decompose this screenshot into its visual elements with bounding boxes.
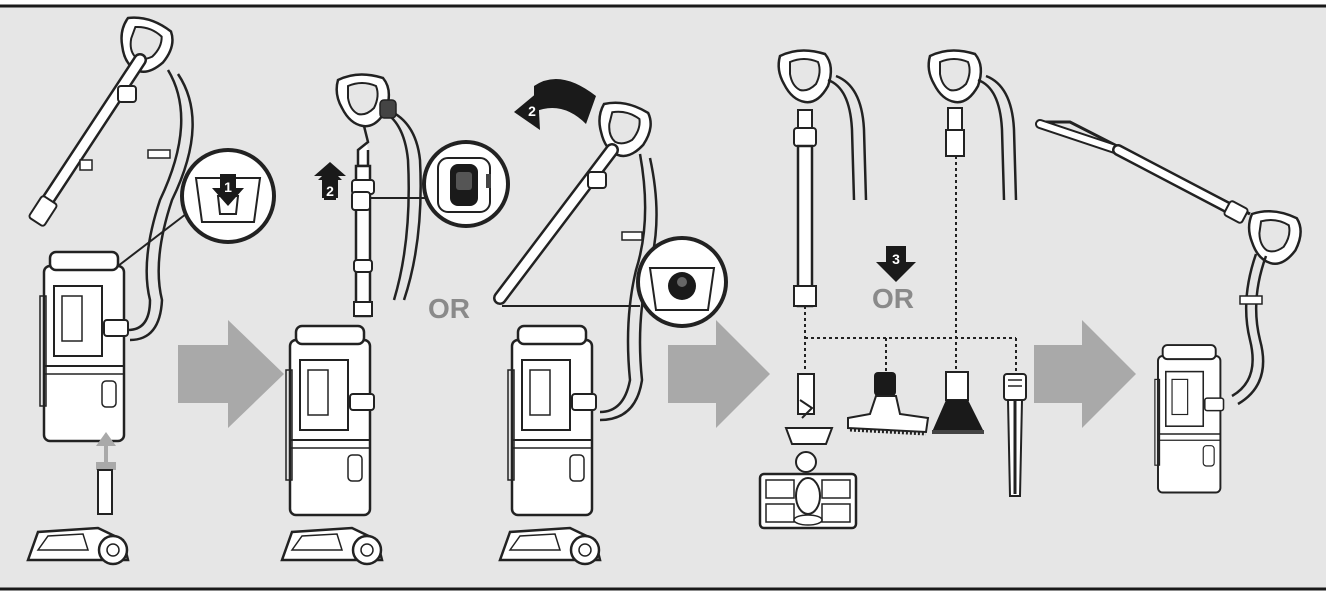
panel-1-release-handle: 1 xyxy=(26,11,276,566)
panel-2-lift-handle: 2 OR xyxy=(280,74,510,566)
step-3-number: 3 xyxy=(892,251,900,267)
attach-down-arrow-icon xyxy=(876,246,916,282)
step-2-number-b: 2 xyxy=(528,103,536,119)
panel-4-accessories: 3 OR xyxy=(758,49,1027,530)
rotate-arrow-icon xyxy=(534,78,596,124)
dusting-brush-icon xyxy=(932,371,984,434)
or-label-2: OR xyxy=(872,283,914,314)
crevice-tool-icon xyxy=(1003,373,1027,497)
panel-5-above-floor-cleaning xyxy=(1035,119,1305,494)
next-arrow-icon-2 xyxy=(668,320,770,428)
attach-arrow-icon xyxy=(96,432,116,464)
step-1-number: 1 xyxy=(224,179,232,195)
step-2-number-a: 2 xyxy=(326,183,334,199)
next-arrow-icon-1 xyxy=(178,320,284,428)
upholstery-tool-icon xyxy=(847,372,930,436)
panel-3-tilt-handle: 2 xyxy=(493,78,728,566)
next-arrow-icon-3 xyxy=(1034,320,1136,428)
or-label-1: OR xyxy=(428,293,470,324)
press-down-arrow-icon xyxy=(212,174,244,206)
